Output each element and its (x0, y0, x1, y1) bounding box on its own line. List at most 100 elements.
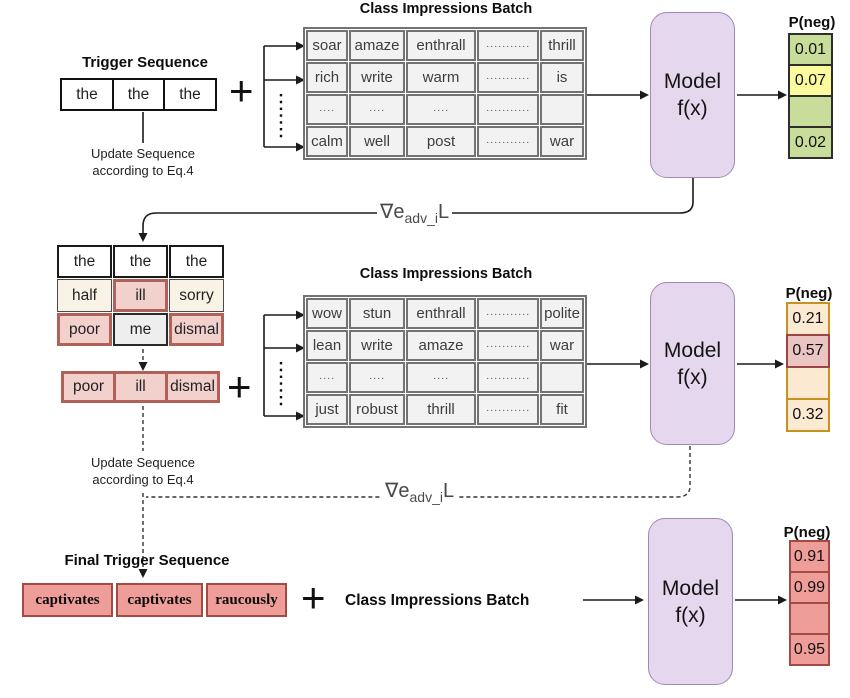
gradient-label-1: ∇eadv_iL (377, 199, 453, 231)
batch-cell: warm (406, 62, 476, 93)
batch-cell-ellipsis: ···· (306, 94, 348, 125)
batch-cell: rich (306, 62, 348, 93)
batch-cell-ellipsis: ···· (349, 94, 405, 125)
batch-cell: enthrall (406, 30, 476, 61)
probability-cell: 0.95 (789, 633, 830, 666)
model-label: Model (661, 576, 720, 600)
final-trigger-cell: raucously (206, 583, 287, 617)
adversarial-trigger-row: poor ill dismal (61, 371, 220, 403)
model-label: Model (663, 338, 722, 362)
final-trigger-cell: captivates (22, 583, 113, 617)
batch-cell: is (540, 62, 584, 93)
batch-cell-ellipsis: ···· (306, 362, 348, 393)
trigger-cell-selected: dismal (169, 313, 224, 346)
probability-cell: 0.01 (788, 33, 833, 66)
batch-cell-ellipsis: ···· (406, 94, 476, 125)
pneg3-title: P(neg) (783, 524, 831, 541)
batch-cell: thrill (540, 30, 584, 61)
probability-cell: 0.91 (789, 540, 830, 573)
batch-cell: write (349, 330, 405, 361)
batch-cell: amaze (349, 30, 405, 61)
batch-cell (540, 362, 584, 393)
nabla-e: ∇e (385, 480, 410, 502)
pneg2-column: 0.21 0.57 0.32 (786, 302, 830, 432)
model-label: Model (663, 70, 722, 93)
batch-cell-ellipsis: ···· (406, 362, 476, 393)
trigger-cell: half (57, 279, 112, 312)
batch-cell: soar (306, 30, 348, 61)
batch-cell-ellipsis: ··········· (477, 30, 539, 61)
model-fx-label: f(x) (675, 603, 706, 627)
model-box-1: Model f(x) (650, 12, 735, 178)
batch-cell: wow (306, 298, 348, 329)
batch-cell: war (540, 330, 584, 361)
batch-cell: write (349, 62, 405, 93)
batch-cell: calm (306, 126, 348, 157)
batch-cell: stun (349, 298, 405, 329)
probability-cell (786, 366, 830, 400)
final-trigger-title: Final Trigger Sequence (64, 552, 230, 569)
gradient-label-2: ∇eadv_iL (382, 478, 458, 510)
caption-line: according to Eq.4 (92, 471, 194, 487)
trigger-cell-selected: dismal (165, 371, 220, 403)
pneg2-title: P(neg) (785, 285, 833, 302)
trigger-grid-2: the the the half ill sorry poor me disma… (57, 245, 224, 346)
probability-cell (788, 95, 833, 128)
batch-cell: polite (540, 298, 584, 329)
model-box-2: Model f(x) (650, 282, 735, 445)
caption-line: according to Eq.4 (92, 162, 194, 178)
trigger-cell-selected: ill (113, 279, 168, 312)
gradient-subscript: adv_i (404, 210, 438, 226)
plus-icon: + (229, 67, 254, 114)
batch-cell: thrill (406, 394, 476, 425)
trigger-cell-selected: poor (57, 313, 112, 346)
trigger-cell: sorry (169, 279, 224, 312)
gradient-subscript: adv_i (409, 489, 443, 505)
trigger-sequence-row: the the the (60, 78, 217, 111)
final-trigger-cell: captivates (116, 583, 203, 617)
trigger-cell: me (113, 313, 168, 346)
model-fx-label: f(x) (677, 97, 708, 120)
model-fx-label: f(x) (677, 365, 708, 389)
probability-cell-highlight: 0.07 (788, 64, 833, 97)
batch-cell-ellipsis: ··········· (477, 126, 539, 157)
probability-cell: 0.02 (788, 126, 833, 159)
batch-cell-ellipsis: ··········· (477, 394, 539, 425)
trigger-cell: the (60, 78, 114, 111)
trigger-cell: the (169, 245, 224, 278)
trigger-cell-selected: poor (61, 371, 116, 403)
loss-symbol: L (437, 201, 450, 223)
loss-symbol: L (442, 480, 455, 502)
trigger-cell: the (111, 78, 166, 111)
batch3-label: Class Impressions Batch (345, 592, 530, 609)
probability-cell: 0.99 (789, 571, 830, 604)
class-impressions-batch-2: wow stun enthrall ··········· polite lea… (303, 295, 587, 428)
batch-cell: robust (349, 394, 405, 425)
trigger-cell: the (113, 245, 168, 278)
batch-cell-ellipsis: ··········· (477, 330, 539, 361)
batch-cell: war (540, 126, 584, 157)
batch-cell: post (406, 126, 476, 157)
nabla-e: ∇e (380, 201, 405, 223)
batch-cell-ellipsis: ··········· (477, 298, 539, 329)
plus-icon: + (301, 574, 326, 621)
batch-cell: amaze (406, 330, 476, 361)
caption-line: Update Sequence (90, 455, 196, 470)
probability-cell: 0.32 (786, 398, 830, 432)
batch-cell-ellipsis: ··········· (477, 62, 539, 93)
plus-icon: + (227, 363, 252, 410)
probability-cell-highlight: 0.57 (786, 334, 830, 368)
probability-cell: 0.21 (786, 302, 830, 336)
batch2-title: Class Impressions Batch (359, 266, 533, 282)
batch-cell-ellipsis: ··········· (477, 362, 539, 393)
model-box-3: Model f(x) (648, 518, 733, 685)
caption-line: Update Sequence (90, 146, 196, 161)
trigger-cell: the (163, 78, 217, 111)
batch-cell: lean (306, 330, 348, 361)
batch-cell-ellipsis: ···· (349, 362, 405, 393)
batch-cell: well (349, 126, 405, 157)
pneg3-column: 0.91 0.99 0.95 (789, 540, 830, 666)
batch-cell: fit (540, 394, 584, 425)
pneg1-title: P(neg) (788, 14, 836, 31)
